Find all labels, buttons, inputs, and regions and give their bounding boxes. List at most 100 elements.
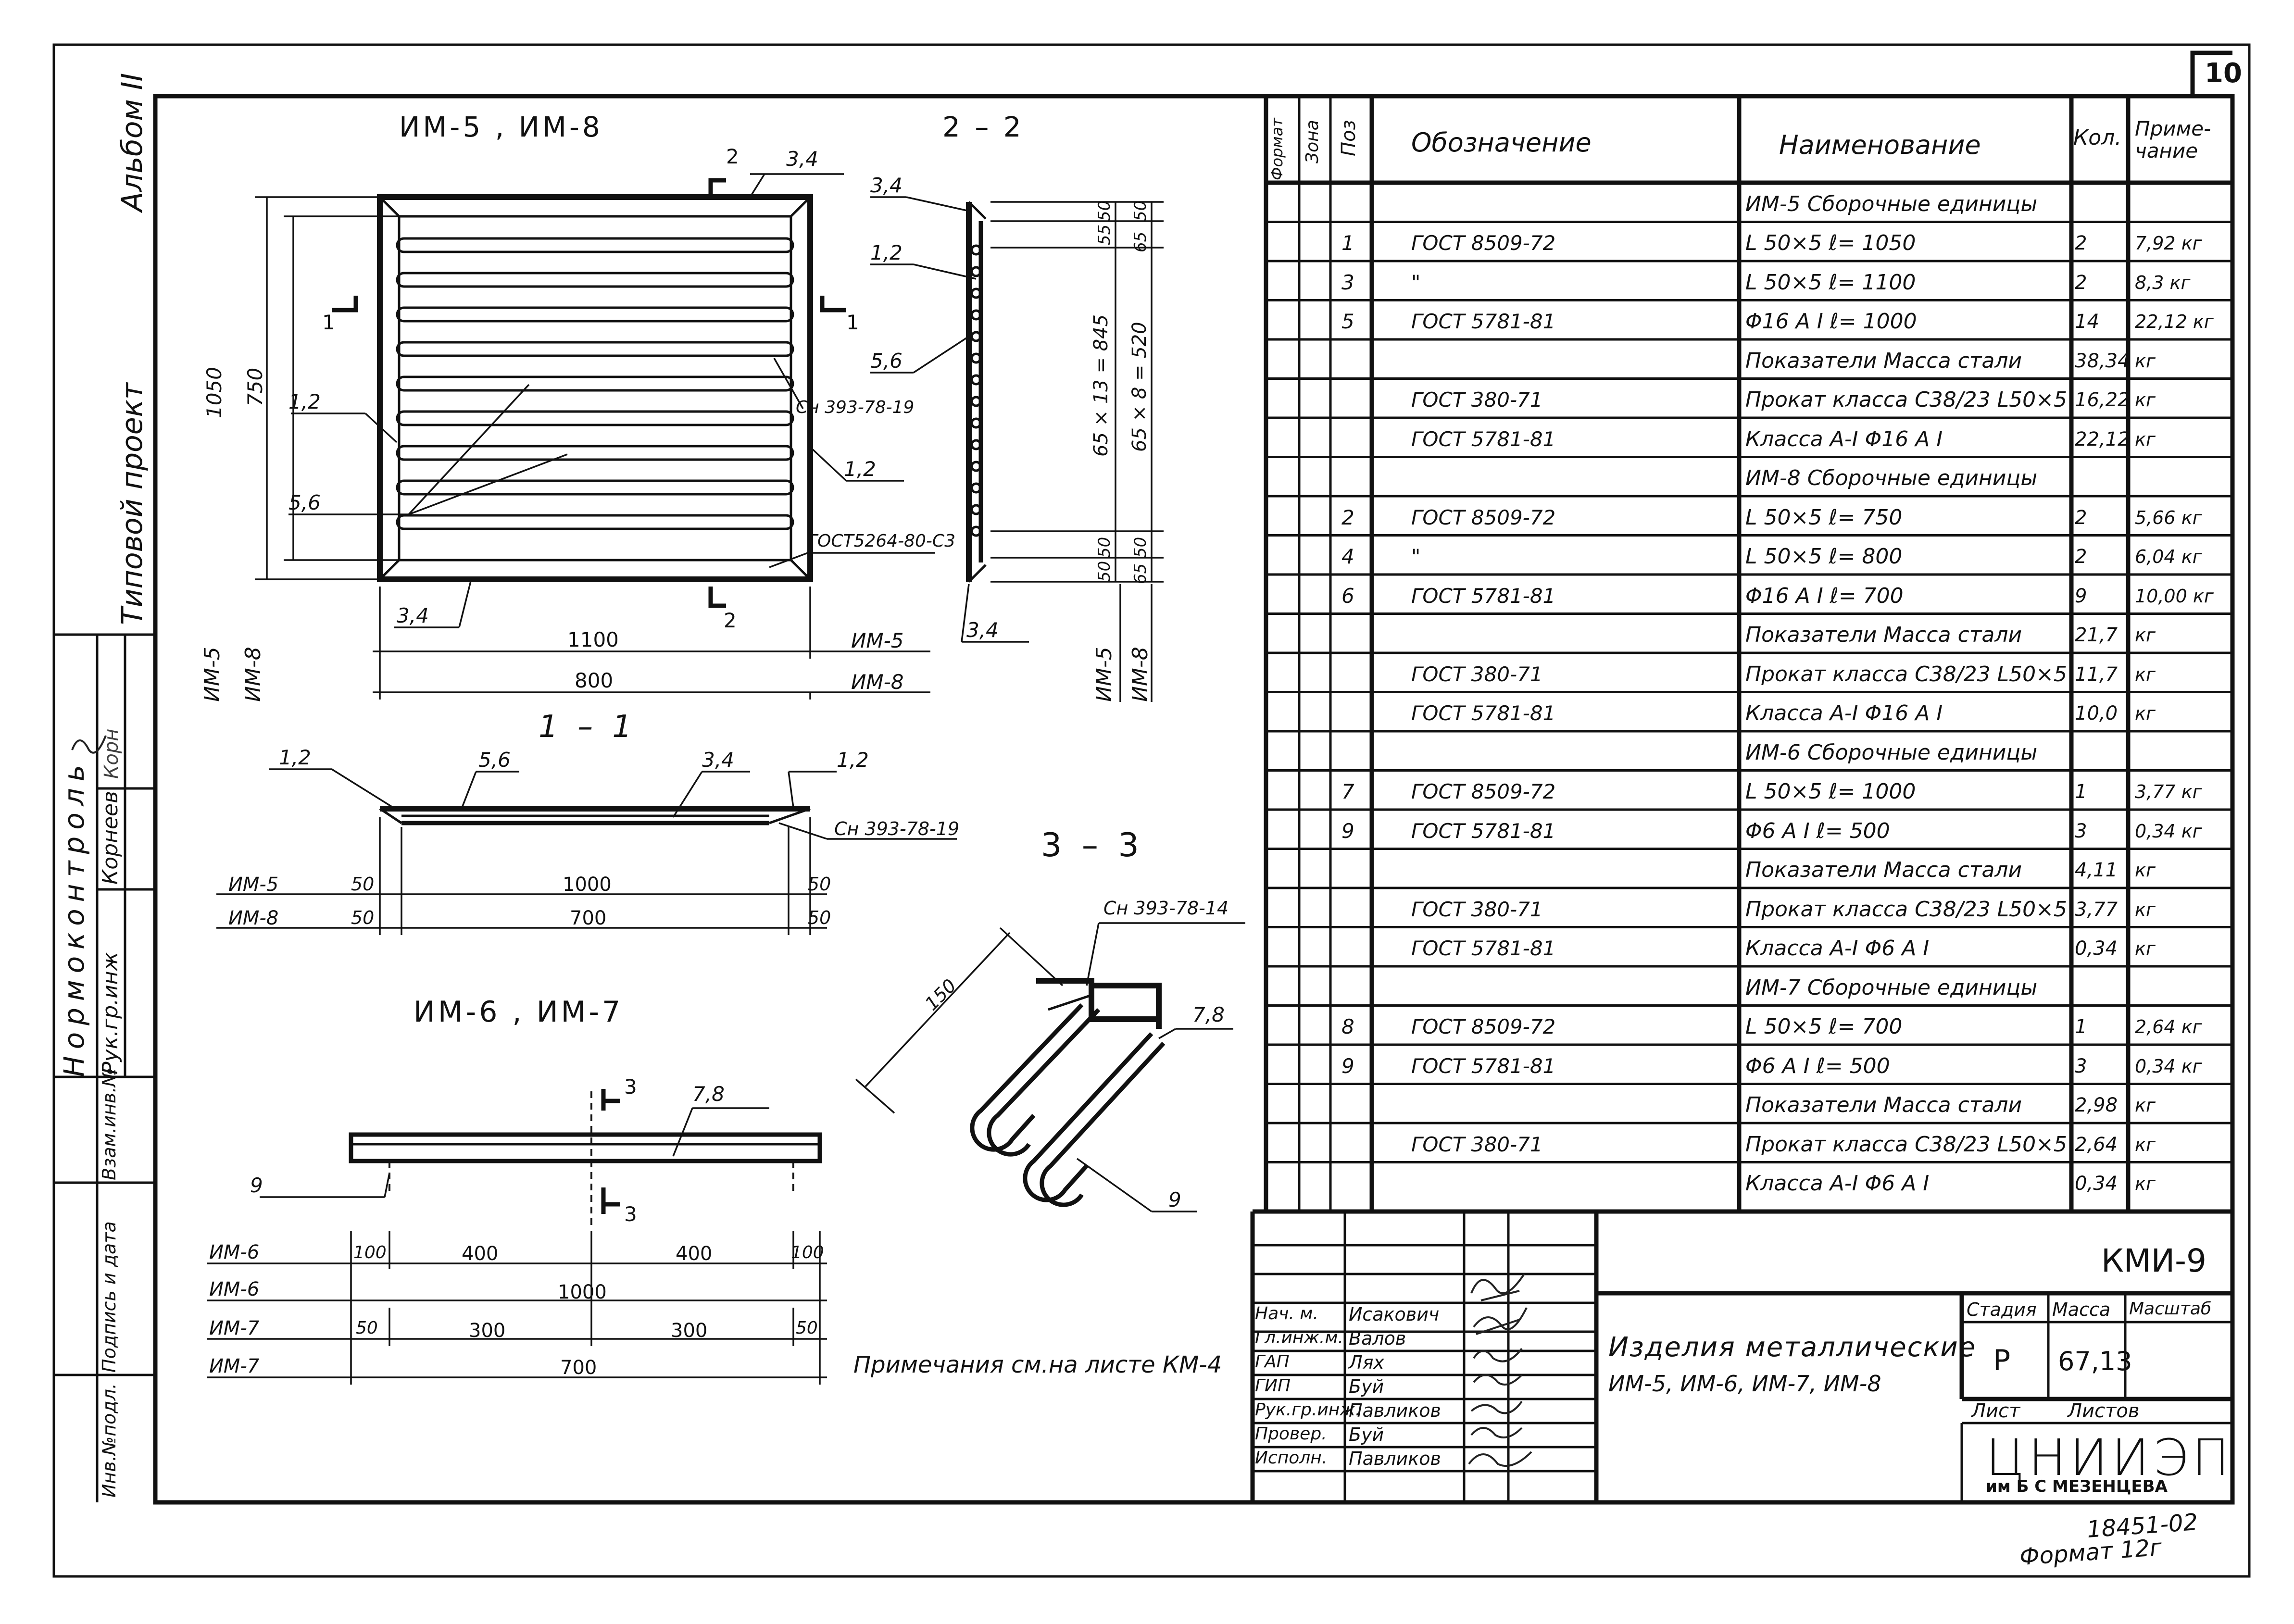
dim-im5-right: ИМ-5 [851, 629, 904, 652]
label-78b: 7,8 [692, 1082, 725, 1106]
spec-note: 0,34 кг [2135, 820, 2202, 842]
mass-value: 67,13 [2058, 1346, 2132, 1376]
dim-b-1000: 1000 [558, 1281, 607, 1303]
spec-designation: ГОСТ 5781-81 [1411, 937, 1556, 961]
label-gost5264: ГОСТ5264-80-С3 [808, 531, 955, 551]
staff-name: Павликов [1349, 1448, 1441, 1469]
stage-label: Стадия [1967, 1299, 2037, 1320]
spec-header-pos: Поз [1338, 120, 1360, 156]
notes-reference: Примечания см.на листе КМ-4 [853, 1351, 1222, 1378]
spec-qty: 16,22 [2075, 389, 2130, 412]
spec-note: кг [2135, 389, 2156, 411]
spec-table-grid [1264, 96, 2235, 1214]
spec-header-format: Формат [1268, 118, 1286, 180]
spec-qty: 0,34 [2075, 1173, 2118, 1195]
spec-name: Показатели Масса стали [1745, 1095, 2022, 1116]
rod-section [970, 374, 982, 386]
label-34a: 3,4 [786, 147, 818, 171]
label-sn19a: Сн 393-78-19 [796, 398, 915, 417]
spec-qty: 21,7 [2075, 624, 2118, 647]
title-line-2: ИМ-5, ИМ-6, ИМ-7, ИМ-8 [1608, 1371, 1881, 1397]
spec-note: кг [2135, 899, 2156, 920]
inv-replace-label: Взам.инв.№ [99, 1068, 120, 1180]
spec-note: 0,34 кг [2135, 1055, 2202, 1077]
spec-name: Класса A-I Φ6 A I [1745, 938, 1930, 960]
rod-section [970, 439, 982, 450]
sign-date-label: Подпись и дата [99, 1221, 120, 1373]
title-code: КМИ-9 [2101, 1242, 2206, 1279]
dim-b-400b: 400 [676, 1243, 713, 1265]
spec-note: кг [2135, 1134, 2156, 1155]
rod-section [970, 504, 982, 515]
title-im6-im7: ИМ-6 , ИМ-7 [414, 995, 624, 1029]
org-logo: ЦНИИЭП [1986, 1428, 2233, 1487]
title-section-33: 3 – 3 [1041, 826, 1144, 864]
spec-note: 7,92 кг [2135, 233, 2202, 254]
spec-name: Класса A-I Φ16 A I [1745, 428, 1943, 450]
spec-note: кг [2135, 1095, 2156, 1116]
label-9a: 9 [1168, 1188, 1181, 1212]
spec-qty: 3 [2075, 1055, 2087, 1077]
spec-pos: 7 [1341, 780, 1354, 804]
title-section-11: 1 – 1 [539, 709, 637, 745]
rod-section [970, 396, 982, 407]
spec-header-designation: Обозначение [1411, 127, 1592, 158]
dim-tag-im5: ИМ-5 [200, 647, 225, 702]
label-12b: 1,2 [844, 457, 876, 481]
title-line-1: Изделия металлические [1608, 1332, 1977, 1363]
dim-s1-1000: 1000 [563, 874, 612, 896]
dim-s2-50d: 50 [1095, 561, 1114, 582]
rod-section [970, 266, 982, 277]
label-sn19b: Сн 393-78-19 [834, 818, 960, 839]
spec-name: Прокат класса С38/23 L50×5 [1745, 1134, 2067, 1155]
dim-s1-50c: 50 [351, 907, 375, 928]
spec-header-zone: Зона [1303, 120, 1322, 163]
rod-section [970, 461, 982, 472]
spec-name: ИМ-7 Сборочные единицы [1745, 977, 2038, 999]
mass-label: Масса [2052, 1299, 2111, 1320]
spec-name: Показатели Масса стали [1745, 860, 2022, 881]
normcontrol-label: Нормоконтроль [58, 758, 90, 1077]
spec-name: ИМ-6 Сборочные единицы [1745, 742, 2038, 763]
dim-s1-50d: 50 [808, 907, 831, 928]
dim-s2-50c: 50 [1095, 537, 1114, 558]
signatures [71, 735, 1532, 1467]
staff-role: Нач. м. [1255, 1304, 1318, 1324]
label-12e: 1,2 [837, 748, 869, 772]
spec-name: Прокат класса С38/23 L50×5 [1745, 389, 2067, 411]
name-label: Корнеев [98, 791, 123, 885]
spec-note: 22,12 кг [2135, 311, 2214, 333]
spec-name: L 50×5 ℓ= 750 [1745, 507, 1903, 528]
cut-label-1-right: 1 [846, 311, 859, 334]
dim-s1-50b: 50 [808, 874, 831, 895]
spec-designation: ГОСТ 8509-72 [1411, 780, 1556, 804]
dim-s1-im5: ИМ-5 [228, 874, 279, 896]
dim-s2-845: 65 × 13 = 845 [1090, 314, 1112, 457]
dim-b-300a: 300 [469, 1320, 506, 1342]
label-12d: 1,2 [279, 746, 311, 769]
spec-note: 8,3 кг [2135, 272, 2191, 293]
spec-name: L 50×5 ℓ= 1100 [1745, 272, 1916, 293]
spec-note: 10,00 кг [2135, 585, 2214, 607]
rod-section [970, 352, 982, 364]
section-3-3 [855, 922, 1245, 1212]
spec-qty: 0,34 [2075, 937, 2118, 960]
dim-s2-55: 55 [1095, 224, 1114, 245]
inv-orig-label: Инв.№подл. [99, 1383, 120, 1498]
label-56c: 5,6 [478, 748, 511, 772]
spec-qty: 3,77 [2075, 898, 2118, 921]
spec-note: кг [2135, 938, 2156, 960]
label-34c: 3,4 [870, 174, 903, 197]
project-label: Типовой проект [115, 383, 149, 625]
spec-name: Φ6 A I ℓ= 500 [1745, 820, 1890, 842]
spec-note: 2,64 кг [2135, 1016, 2202, 1038]
spec-designation: ГОСТ 8509-72 [1411, 1015, 1556, 1039]
spec-qty: 2 [2075, 271, 2087, 294]
spec-name: L 50×5 ℓ= 700 [1745, 1016, 1903, 1038]
spec-qty: 9 [2075, 585, 2087, 607]
spec-designation: ГОСТ 380-71 [1411, 662, 1543, 686]
spec-pos: 9 [1341, 819, 1354, 843]
spec-name: L 50×5 ℓ= 800 [1745, 546, 1903, 568]
label-12a: 1,2 [288, 390, 321, 413]
spec-designation: ГОСТ 380-71 [1411, 1132, 1543, 1156]
